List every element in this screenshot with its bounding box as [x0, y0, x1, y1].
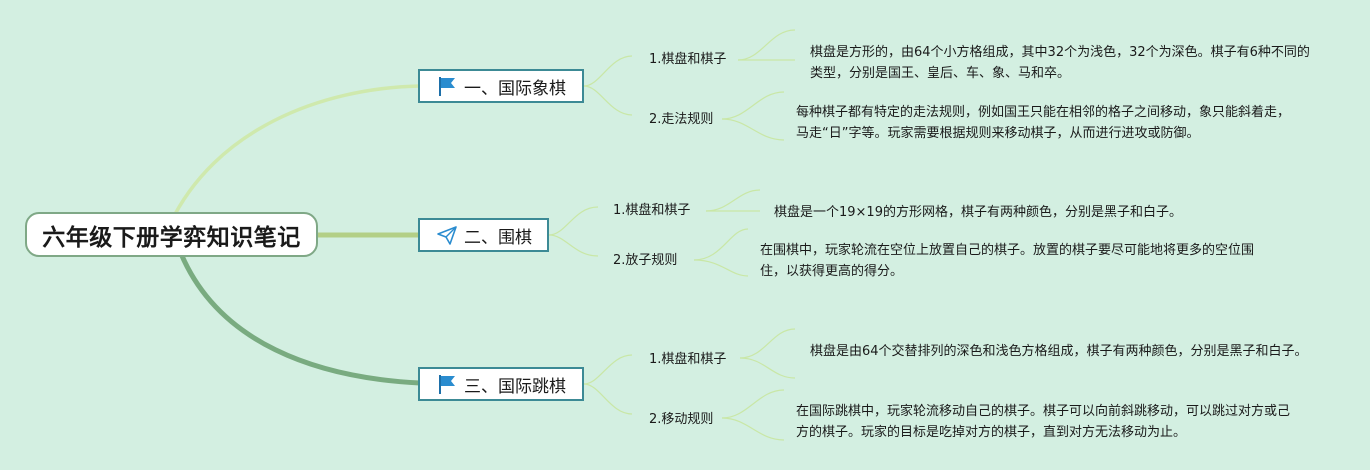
connector-b3-leaf1: [739, 328, 796, 359]
connector-b2-sub2: [548, 234, 599, 257]
subtopic-go-placement[interactable]: 2.放子规则: [613, 253, 678, 268]
subtopic-checkers-board[interactable]: 1.棋盘和棋子: [649, 352, 727, 367]
connector-b1-leaf2: [721, 91, 785, 120]
subtopic-chess-rules[interactable]: 2.走法规则: [649, 112, 714, 127]
connector-root-branch-1: [168, 84, 421, 225]
connector-b2-leaf2b: [693, 259, 749, 277]
root-title: 六年级下册学弈知识笔记: [42, 224, 301, 251]
root-topic[interactable]: 六年级下册学弈知识笔记: [25, 212, 318, 257]
flag-icon: [436, 75, 458, 97]
connector-b2-leaf1: [705, 189, 761, 212]
branch-topic-go[interactable]: 二、围棋: [418, 218, 549, 252]
connector-b3-sub2: [583, 383, 633, 415]
connector-b1-sub2: [583, 85, 633, 116]
paper-plane-icon: [436, 224, 458, 246]
branch-label: 二、围棋: [464, 227, 532, 248]
connector-b3-sub1: [583, 354, 633, 385]
connector-root-branch-3: [175, 245, 421, 386]
branch-topic-checkers[interactable]: 三、国际跳棋: [418, 367, 584, 401]
leaf-go-placement-text[interactable]: 在围棋中，玩家轮流在空位上放置自己的棋子。放置的棋子要尽可能地将更多的空位围住，…: [760, 243, 1255, 279]
connector-b1-sub1: [583, 55, 633, 87]
branch-label: 一、国际象棋: [464, 78, 566, 99]
leaf-checkers-moves-text[interactable]: 在国际跳棋中，玩家轮流移动自己的棋子。棋子可以向前斜跳移动，可以跳过对方或己方的…: [796, 404, 1291, 440]
leaf-chess-rules-text[interactable]: 每种棋子都有特定的走法规则，例如国王只能在相邻的格子之间移动，象只能斜着走，马走…: [796, 105, 1291, 141]
connector-b2-sub1: [548, 206, 599, 236]
connector-b1-leaf2b: [721, 118, 785, 141]
branch-topic-chess[interactable]: 一、国际象棋: [418, 69, 584, 103]
branch-label: 三、国际跳棋: [464, 376, 566, 397]
connector-b2-leaf2: [693, 228, 749, 261]
subtopic-go-board[interactable]: 1.棋盘和棋子: [613, 203, 691, 218]
subtopic-checkers-moves[interactable]: 2.移动规则: [649, 412, 714, 427]
connector-b1-leaf1: [737, 29, 796, 61]
leaf-go-board-text[interactable]: 棋盘是一个19×19的方形网格，棋子有两种颜色，分别是黑子和白子。: [774, 205, 1182, 220]
connector-b3-leaf2: [721, 389, 785, 419]
connector-b3-leaf2b: [721, 417, 785, 441]
leaf-chess-board-text[interactable]: 棋盘是方形的，由64个小方格组成，其中32个为浅色，32个为深色。棋子有6种不同…: [810, 45, 1310, 81]
flag-icon: [436, 373, 458, 395]
leaf-checkers-board-text[interactable]: 棋盘是由64个交替排列的深色和浅色方格组成，棋子有两种颜色，分别是黑子和白子。: [810, 344, 1308, 359]
connector-b3-leaf1b: [739, 357, 796, 379]
subtopic-chess-board[interactable]: 1.棋盘和棋子: [649, 52, 727, 67]
